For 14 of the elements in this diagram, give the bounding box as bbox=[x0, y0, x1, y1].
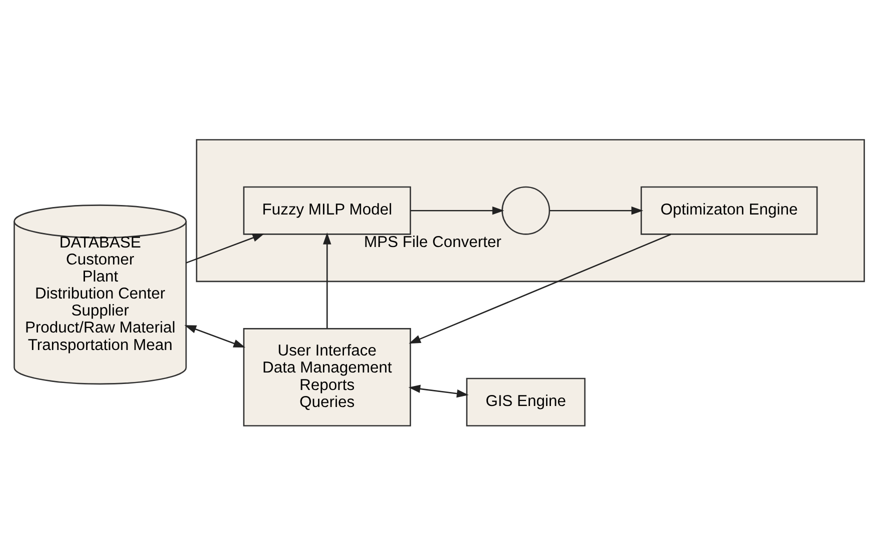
arrow bbox=[184, 324, 245, 348]
node-box: User Interface Data Management Reports Queries bbox=[242, 328, 411, 426]
arrow bbox=[322, 232, 331, 328]
node-box: Optimizaton Engine bbox=[640, 186, 818, 234]
node-box: GIS Engine bbox=[466, 377, 585, 426]
arrow bbox=[408, 384, 468, 398]
node-box: Fuzzy MILP Model bbox=[242, 186, 411, 234]
node-label: MPS File Converter bbox=[364, 233, 501, 250]
node-circle bbox=[501, 186, 550, 234]
arrow bbox=[549, 206, 643, 214]
arrow bbox=[408, 233, 671, 344]
arrow bbox=[410, 206, 504, 214]
cluster bbox=[195, 138, 864, 282]
arrow bbox=[186, 233, 264, 263]
